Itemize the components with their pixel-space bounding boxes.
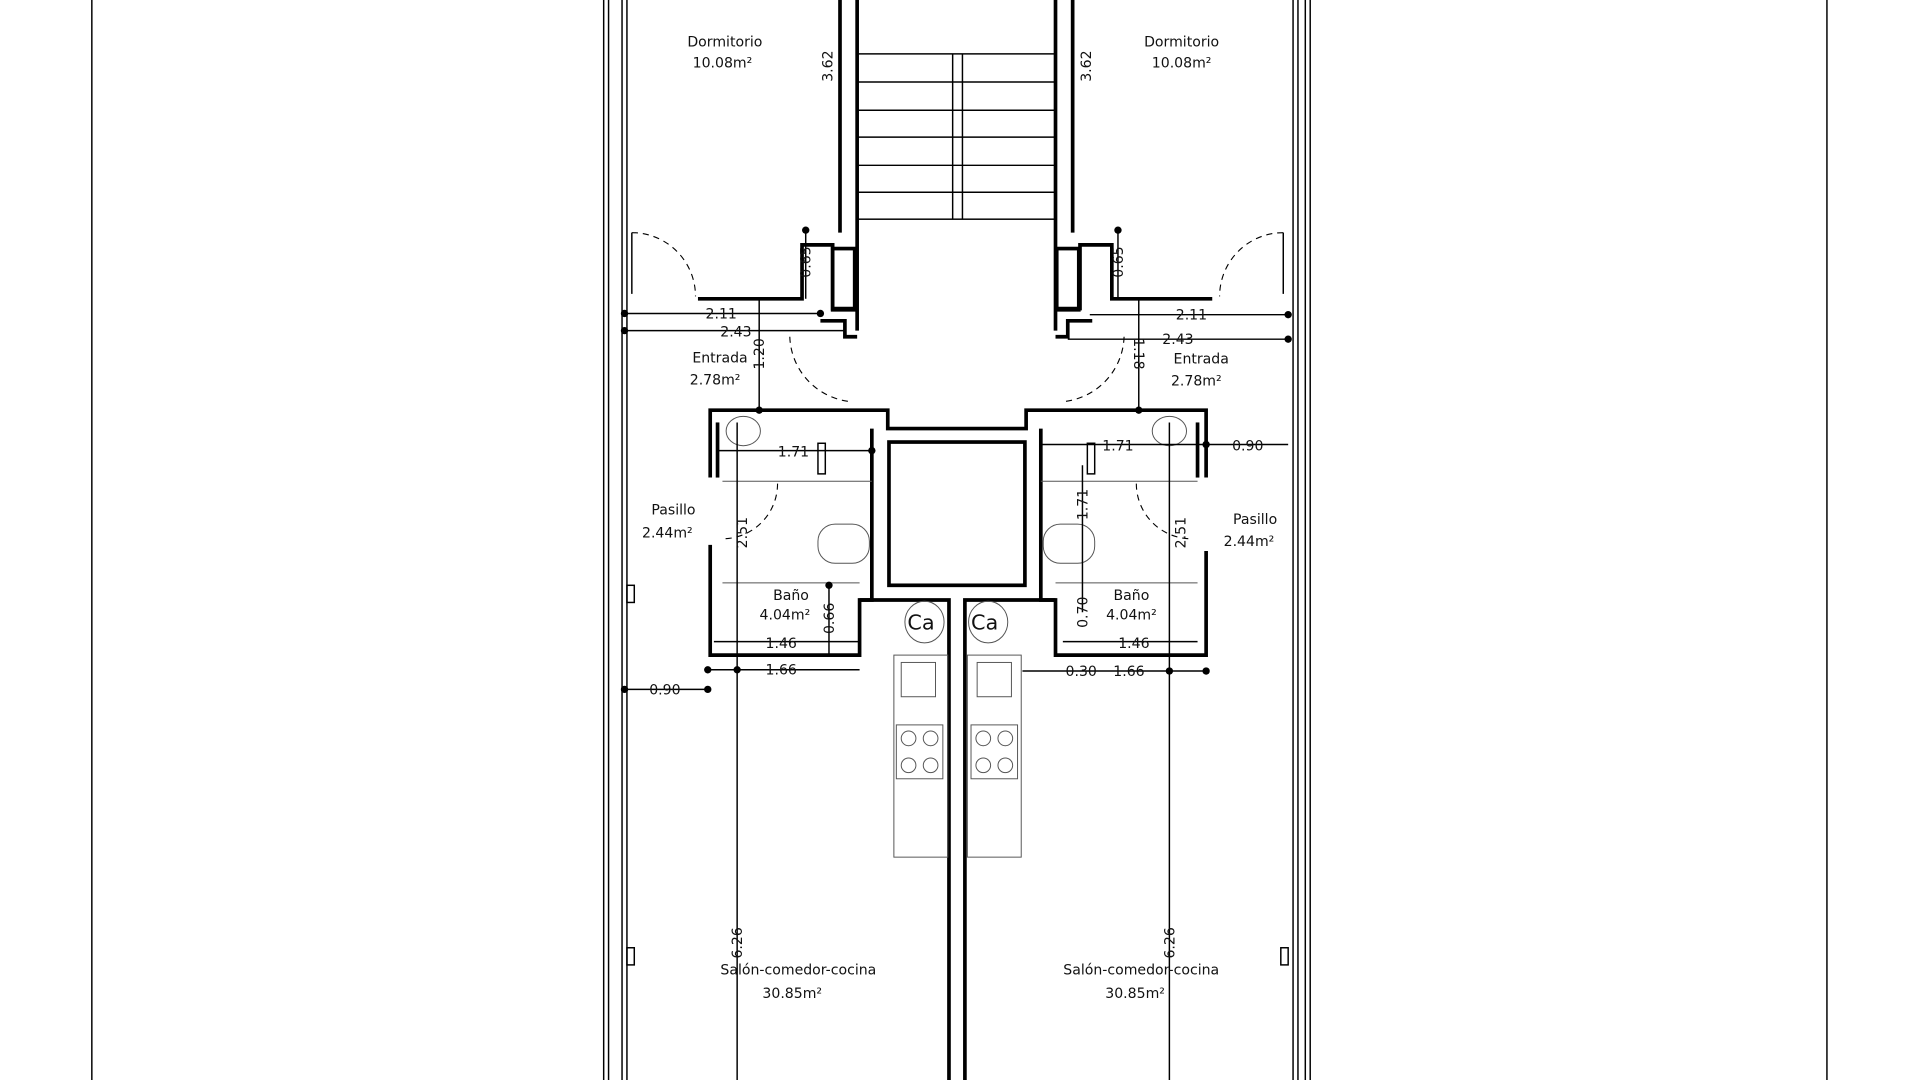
room-area: 2.44m² <box>642 526 693 542</box>
dimension-label: 1.18 <box>1130 338 1146 369</box>
room-name: Entrada <box>692 350 747 366</box>
room-name: Pasillo <box>651 502 695 518</box>
dimension-label: 3.62 <box>821 50 837 81</box>
room-name: Salón-comedor-cocina <box>720 963 876 979</box>
dimension-label: 6.26 <box>1162 927 1178 958</box>
room-area: 30.85m² <box>1105 986 1165 1002</box>
dimension-label: 1.66 <box>1113 664 1144 680</box>
room-name: Baño <box>1114 588 1150 604</box>
dimension-label: 2.51 <box>1173 517 1189 548</box>
dimension-label: 0.65 <box>799 246 815 277</box>
room-name: Dormitorio <box>687 35 762 51</box>
dimension-label: 0.66 <box>822 603 838 634</box>
dimension-label: 1.66 <box>766 663 797 679</box>
room-area: 2.78m² <box>1171 374 1222 390</box>
room-area: 4.04m² <box>1106 608 1157 624</box>
doors <box>626 232 1289 966</box>
dimension-label: 2.11 <box>706 306 737 322</box>
room-area: 2.44m² <box>1224 534 1275 550</box>
exterior-walls <box>602 0 1311 1080</box>
dimension-label: 1.46 <box>766 636 797 652</box>
dimension-lines <box>620 226 1292 1080</box>
room-labels: Dormitorio 10.08m² Dormitorio 10.08m² En… <box>642 35 1277 1002</box>
boiler-label: Ca <box>971 610 998 634</box>
cooktop-icon <box>895 724 944 780</box>
dimension-label: 0.90 <box>1232 439 1263 455</box>
dimension-label: 1.71 <box>1075 489 1091 520</box>
dimension-label: 1.71 <box>1102 439 1133 455</box>
room-area: 10.08m² <box>1152 55 1212 71</box>
interior-walls <box>697 243 1213 1080</box>
dimension-label: 2.43 <box>720 325 751 341</box>
room-name: Salón-comedor-cocina <box>1063 963 1219 979</box>
dimension-label: 2.11 <box>1176 308 1207 324</box>
boiler-icon <box>968 600 1009 644</box>
room-name: Dormitorio <box>1144 35 1219 51</box>
dimension-label: 0.90 <box>649 682 680 698</box>
dimension-label: 1.71 <box>778 445 809 461</box>
sink-icon <box>725 415 761 447</box>
dimension-label: 2.51 <box>735 517 751 548</box>
dimension-labels: 3.62 3.62 0.65 0.65 2.11 2.43 2.11 2.43 … <box>649 50 1263 958</box>
room-area: 4.04m² <box>760 608 811 624</box>
room-area: 10.08m² <box>693 55 753 71</box>
room-name: Baño <box>773 588 809 604</box>
dimension-label: 2.43 <box>1162 332 1193 348</box>
dimension-label: 0.30 <box>1066 664 1097 680</box>
dimension-label: 3.62 <box>1079 50 1095 81</box>
dimension-label: 6.26 <box>730 927 746 958</box>
boiler-label: Ca <box>907 610 934 634</box>
sheet-frame <box>91 0 1828 1080</box>
dimension-label: 0.70 <box>1075 597 1091 628</box>
cooktop-icon <box>970 724 1019 780</box>
boiler-icon <box>904 600 945 644</box>
dimension-label: 1.20 <box>752 338 768 369</box>
room-name: Pasillo <box>1233 512 1277 528</box>
dimension-label: 1.46 <box>1118 636 1149 652</box>
stair <box>838 0 1075 331</box>
fixtures: Ca Ca <box>722 415 1198 858</box>
room-name: Entrada <box>1174 352 1229 368</box>
room-area: 30.85m² <box>762 986 822 1002</box>
dimension-label: 0.65 <box>1111 246 1127 277</box>
room-area: 2.78m² <box>690 372 741 388</box>
